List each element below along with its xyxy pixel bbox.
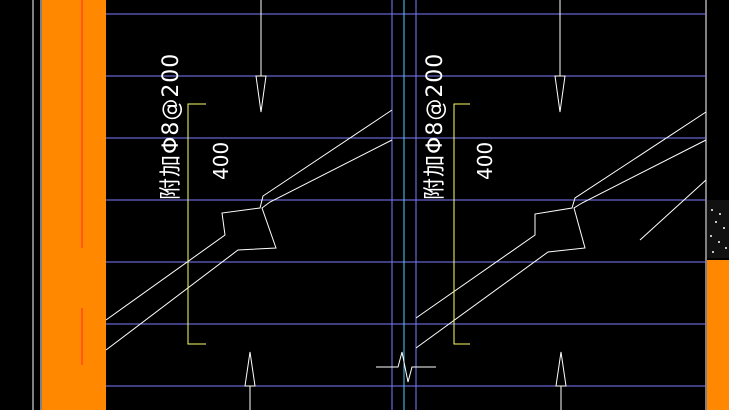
column-left: [42, 0, 106, 410]
hatch-area: [707, 200, 729, 258]
hatch-dots: [710, 209, 727, 253]
stair-slab-right: [415, 111, 707, 349]
direction-arrows: [244, 0, 567, 410]
column-right: [707, 260, 729, 410]
stair-slab-left: [105, 109, 393, 351]
dimension-brackets: [187, 103, 470, 345]
dimension-text-right: 400: [473, 142, 497, 180]
rebar-note-left: 附加Φ8@200: [159, 53, 184, 200]
center-wall-lines: [391, 0, 417, 410]
stair-edge-right: [639, 179, 707, 241]
break-marker: [376, 351, 436, 383]
grid-lines: [106, 13, 706, 387]
dimension-text-left: 400: [209, 142, 233, 180]
rebar-note-right: 附加Φ8@200: [423, 53, 448, 200]
